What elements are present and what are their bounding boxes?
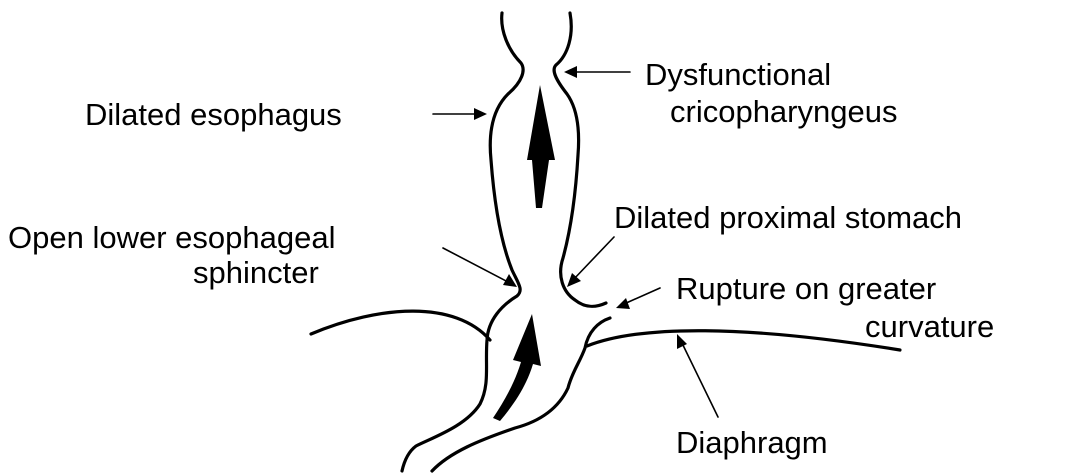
- rupture-pointer: [624, 288, 660, 304]
- label-diaphragm: Diaphragm: [676, 425, 828, 460]
- label-rupture: Rupture on greater: [676, 271, 936, 306]
- dilated-esophagus-arrowhead: [474, 108, 487, 120]
- dilated-stomach-pointer: [573, 237, 614, 280]
- esophageal-flow-arrow: [527, 85, 555, 208]
- label-open-les: Open lower esophageal: [8, 220, 335, 255]
- diaphragm-left-curve: [311, 311, 490, 340]
- gastric-flow-arrow: [493, 314, 541, 421]
- diaphragm-right-curve: [587, 331, 900, 350]
- rupture-arrowhead: [616, 298, 630, 309]
- label-curvature: curvature: [865, 309, 994, 344]
- label-cricopharyngeus: cricopharyngeus: [670, 94, 897, 129]
- cricopharyngeus-arrowhead: [564, 66, 577, 78]
- label-sphincter: sphincter: [193, 255, 319, 290]
- esophagus-right-wall: [554, 13, 606, 306]
- label-dilated-stomach: Dilated proximal stomach: [614, 200, 962, 235]
- label-dilated-esophagus: Dilated esophagus: [85, 97, 342, 132]
- diaphragm-arrowhead: [677, 334, 687, 349]
- sphincter-pointer: [443, 248, 510, 283]
- diaphragm-pointer: [681, 341, 718, 417]
- dilated-stomach-arrowhead: [567, 273, 581, 287]
- label-dysfunctional: Dysfunctional: [645, 57, 831, 92]
